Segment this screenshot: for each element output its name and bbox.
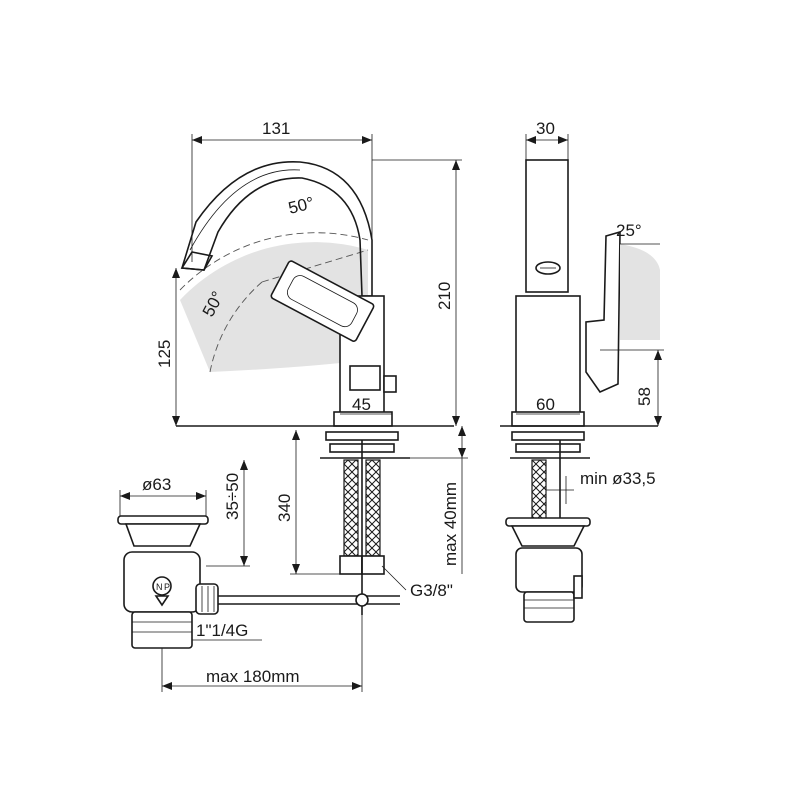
swing-line [261, 249, 369, 283]
spout-inner-line [189, 169, 301, 251]
waste-assembly: N P [117, 515, 400, 649]
label-340: 340 [275, 494, 294, 522]
label-1-1-4g: 1"1/4G [196, 621, 248, 640]
np-mark-arrow [154, 595, 170, 607]
np-mark-circle [152, 576, 172, 596]
washer-top [325, 431, 399, 441]
hose-nut-left [339, 555, 363, 575]
hose-right [365, 459, 381, 557]
label-125: 125 [155, 340, 174, 368]
label-waste-dia: ø63 [142, 475, 171, 494]
hose-nut-right [361, 555, 385, 575]
label-131: 131 [262, 119, 290, 138]
lever [270, 260, 375, 342]
label-210: 210 [435, 282, 454, 310]
label-min-hole: min ø33,5 [580, 469, 656, 488]
side-waste [505, 517, 591, 623]
side-view [500, 159, 660, 623]
label-60: 60 [536, 395, 555, 414]
rod-clip [355, 593, 369, 607]
label-max-40: max 40mm [441, 482, 460, 566]
popup-knob [383, 375, 397, 393]
swing-area [180, 242, 368, 372]
side-body [515, 295, 581, 415]
spout [180, 161, 373, 297]
side-lever-arc [620, 244, 660, 340]
label-max-180: max 180mm [206, 667, 300, 686]
label-30: 30 [536, 119, 555, 138]
dimension-lines [119, 134, 664, 692]
label-angle-top: 50° [286, 193, 316, 218]
hose-left [343, 459, 359, 557]
label-58: 58 [635, 387, 654, 406]
spout-tip [180, 251, 214, 271]
label-25: 25° [616, 221, 642, 240]
label-45: 45 [352, 395, 371, 414]
front-view [176, 161, 454, 615]
lever-stem [349, 365, 381, 391]
np-mark-p: P [164, 582, 170, 592]
swing-arc-inner [209, 281, 263, 373]
side-lever [585, 230, 621, 393]
label-35-50: 35÷50 [223, 473, 242, 520]
label-g38: G3/8" [410, 581, 453, 600]
waste-side-nut [195, 583, 219, 615]
np-mark-n: N [156, 582, 163, 592]
swing-arc-outer [179, 232, 369, 291]
